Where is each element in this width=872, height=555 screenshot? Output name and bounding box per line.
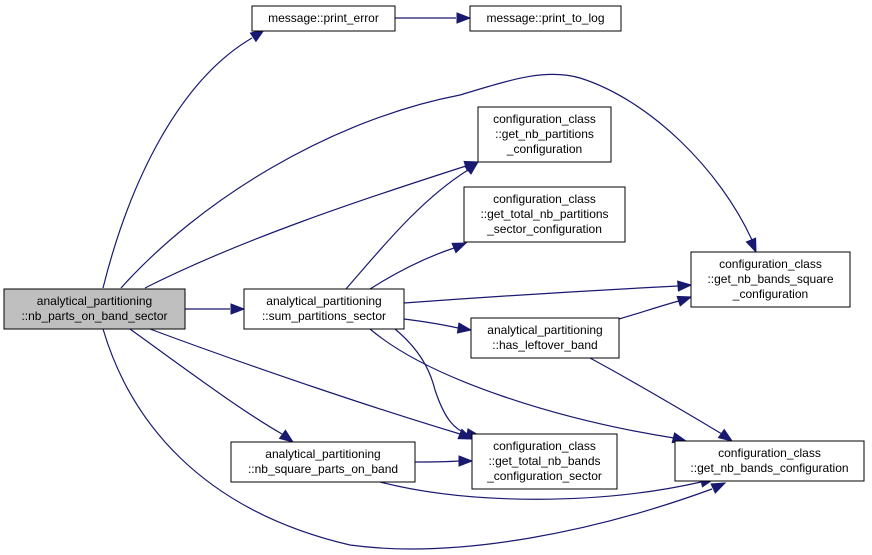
edge-line: [345, 169, 469, 290]
arrowhead-icon: [451, 242, 468, 254]
edge-sum_partitions_sector-to-get_nb_bands_square_configuration: [403, 280, 693, 304]
node-box: [690, 251, 851, 308]
node-nb_square_parts_on_band[interactable]: analytical_partitioning::nb_square_parts…: [230, 441, 416, 483]
node-box: [674, 440, 865, 482]
arrowhead-icon: [676, 295, 693, 307]
arrowhead-icon: [745, 237, 757, 254]
node-get_nb_bands_square_configuration[interactable]: configuration_class::get_nb_bands_square…: [690, 251, 851, 308]
node-box: [251, 5, 396, 32]
edge-line: [589, 357, 723, 435]
node-label-line: analytical_partitioning: [265, 447, 380, 461]
arrowhead-icon: [230, 303, 246, 315]
edge-nb_parts_on_band_sector-to-nb_square_parts_on_band: [129, 328, 295, 443]
node-label-line: ::get_nb_bands_square: [707, 272, 833, 286]
arrowhead-icon: [710, 482, 727, 494]
edge-print_error-to-print_to_log: [395, 12, 472, 24]
edge-sum_partitions_sector-to-get_nb_bands_configuration: [369, 328, 688, 444]
node-label-line: ::get_nb_partitions: [495, 127, 594, 141]
node-label-line: ::sum_partitions_sector: [262, 309, 386, 323]
node-label-line: configuration_class: [493, 192, 596, 206]
node-box: [471, 433, 618, 490]
arrowhead-icon: [677, 280, 693, 292]
edge-line: [149, 328, 461, 435]
edge-nb_parts_on_band_sector-to-get_nb_partitions_configuration: [144, 160, 480, 289]
node-box: [469, 5, 622, 32]
node-print_to_log[interactable]: message::print_to_log: [469, 5, 622, 32]
edge-line: [394, 328, 469, 435]
edge-line: [144, 165, 467, 289]
edge-sum_partitions_sector-to-has_leftover_band: [403, 318, 473, 334]
edges-layer: [102, 12, 757, 550]
edge-line: [403, 285, 679, 304]
node-box: [477, 106, 612, 163]
node-label-line: _configuration_sector: [486, 469, 602, 483]
node-print_error[interactable]: message::print_error: [251, 5, 396, 32]
node-box: [3, 288, 186, 330]
node-box: [243, 288, 405, 330]
node-label-line: analytical_partitioning: [266, 294, 381, 308]
node-label-line: configuration_class: [493, 439, 596, 453]
arrowhead-icon: [717, 428, 734, 442]
node-get_nb_partitions_configuration[interactable]: configuration_class::get_nb_partitions_c…: [477, 106, 612, 163]
arrowhead-icon: [249, 29, 266, 43]
edge-line: [102, 328, 713, 550]
edge-nb_square_parts_on_band-to-get_total_nb_bands_configuration_sector: [414, 455, 474, 467]
edge-has_leftover_band-to-get_nb_bands_configuration: [589, 357, 734, 442]
edge-line: [102, 37, 253, 289]
node-box: [463, 186, 626, 243]
node-get_nb_bands_configuration[interactable]: configuration_class::get_nb_bands_config…: [674, 440, 865, 482]
node-label-line: _configuration: [506, 142, 582, 156]
node-label-line: _configuration: [732, 287, 808, 301]
node-sum_partitions_sector[interactable]: analytical_partitioning::sum_partitions_…: [243, 288, 405, 330]
node-box: [230, 441, 416, 483]
edge-nb_parts_on_band_sector-to-sum_partitions_sector: [185, 303, 246, 315]
node-get_total_nb_bands_configuration_sector[interactable]: configuration_class::get_total_nb_bands_…: [471, 433, 618, 490]
edge-line: [129, 328, 283, 435]
edge-sum_partitions_sector-to-get_nb_partitions_configuration: [345, 161, 480, 290]
node-label-line: ::get_nb_bands_configuration: [690, 461, 848, 475]
node-label-line: configuration_class: [719, 257, 822, 271]
edge-line: [120, 73, 753, 289]
node-label-line: ::nb_square_parts_on_band: [248, 462, 398, 476]
node-label-line: ::nb_parts_on_band_sector: [21, 309, 167, 323]
edge-line: [403, 318, 459, 329]
edge-nb_parts_on_band_sector-to-get_nb_bands_square_configuration: [120, 73, 757, 289]
node-box: [470, 317, 620, 359]
edge-line: [369, 328, 675, 439]
edge-has_leftover_band-to-get_nb_bands_square_configuration: [618, 295, 693, 320]
node-label-line: analytical_partitioning: [487, 323, 602, 337]
node-label-line: ::has_leftover_band: [492, 338, 597, 352]
node-nb_parts_on_band_sector[interactable]: analytical_partitioning::nb_parts_on_ban…: [3, 288, 186, 330]
edge-line: [379, 481, 702, 500]
node-label-line: ::get_total_nb_partitions: [480, 207, 608, 221]
node-label-line: ::get_total_nb_bands: [488, 454, 600, 468]
edge-sum_partitions_sector-to-get_total_nb_bands_configuration_sector: [394, 328, 482, 440]
arrowhead-icon: [458, 455, 474, 467]
node-label-line: message::print_to_log: [486, 11, 604, 25]
arrowhead-icon: [456, 322, 473, 334]
node-get_total_nb_partitions_sector_configuration[interactable]: configuration_class::get_total_nb_partit…: [463, 186, 626, 243]
node-label-line: message::print_error: [268, 11, 379, 25]
node-label-line: _sector_configuration: [486, 222, 602, 236]
nodes-layer: analytical_partitioning::nb_parts_on_ban…: [3, 5, 865, 490]
node-label-line: analytical_partitioning: [37, 294, 152, 308]
edge-line: [618, 300, 680, 320]
edge-line: [414, 460, 460, 463]
arrowhead-icon: [456, 12, 472, 24]
node-has_leftover_band[interactable]: analytical_partitioning::has_leftover_ba…: [470, 317, 620, 359]
edge-sum_partitions_sector-to-get_total_nb_partitions_sector_configuration: [369, 242, 468, 290]
edge-nb_parts_on_band_sector-to-get_nb_bands_configuration: [102, 328, 727, 550]
edge-nb_parts_on_band_sector-to-print_error: [102, 29, 266, 289]
node-label-line: configuration_class: [718, 446, 821, 460]
edge-nb_parts_on_band_sector-to-get_total_nb_bands_configuration_sector: [149, 328, 474, 440]
node-label-line: configuration_class: [493, 112, 596, 126]
edge-line: [369, 247, 455, 290]
arrowhead-icon: [278, 429, 295, 443]
arrowhead-icon: [463, 161, 480, 175]
